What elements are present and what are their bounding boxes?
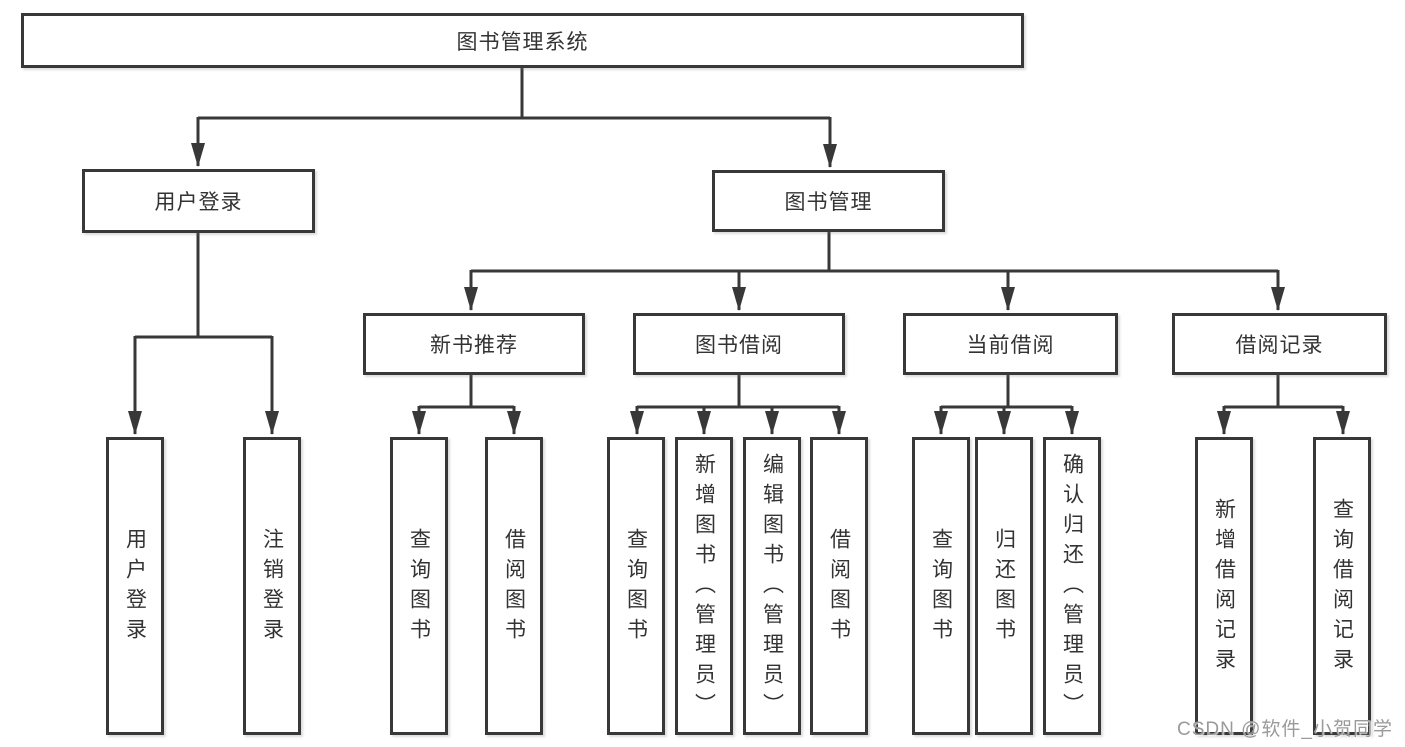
leaf-query-borrow-record: 查询借阅记录 — [1313, 437, 1371, 735]
connector-cur-borrow-children — [934, 375, 1079, 435]
csdn-watermark: CSDN @软件_小贺同学 — [1177, 719, 1393, 740]
connector-book-borrow-children — [630, 375, 846, 435]
node-root-system: 图书管理系统 — [21, 13, 1024, 68]
leaf-add-books-admin: 新增图书（管理员） — [675, 437, 733, 735]
node-new-book-recommend: 新书推荐 — [363, 313, 585, 375]
leaf-logout: 注销登录 — [243, 437, 301, 735]
leaf-borrow-books: 借阅图书 — [810, 437, 868, 735]
connector-new-rec-children — [412, 375, 521, 435]
node-user-login: 用户登录 — [82, 169, 315, 233]
connector-book-mgmt-children — [464, 232, 1285, 311]
leaf-query-books-current: 查询图书 — [912, 437, 970, 735]
leaf-query-books-recommend: 查询图书 — [390, 437, 448, 735]
leaf-add-borrow-record: 新增借阅记录 — [1195, 437, 1253, 735]
leaf-edit-books-admin: 编辑图书（管理员） — [743, 437, 801, 735]
leaf-borrow-books-recommend: 借阅图书 — [485, 437, 543, 735]
leaf-user-login: 用户登录 — [106, 437, 164, 735]
node-book-management: 图书管理 — [712, 170, 945, 232]
leaf-query-books-borrow: 查询图书 — [607, 437, 665, 735]
connector-root-to-level2 — [191, 68, 837, 168]
leaf-return-books: 归还图书 — [975, 437, 1033, 735]
node-book-borrow: 图书借阅 — [633, 313, 845, 375]
connector-borrow-rec-children — [1217, 375, 1350, 435]
leaf-confirm-return-admin: 确认归还（管理员） — [1043, 437, 1101, 735]
connector-user-login-children — [128, 233, 279, 435]
node-current-borrow: 当前借阅 — [903, 313, 1118, 375]
node-borrow-records: 借阅记录 — [1172, 313, 1387, 375]
